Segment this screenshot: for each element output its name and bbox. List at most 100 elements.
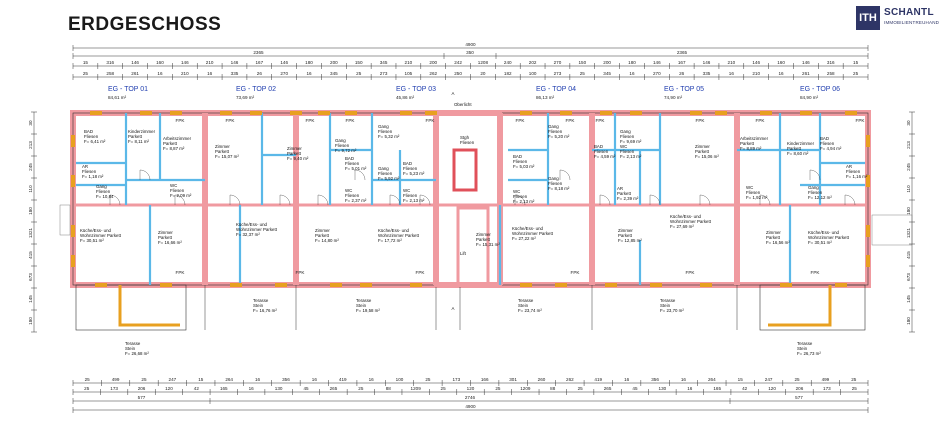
lift-label: Lift <box>460 251 467 256</box>
bottom-row1-dim-label: 264 <box>225 377 233 382</box>
window-left <box>71 225 75 237</box>
bottom-row2-dim-label: 42 <box>742 386 748 391</box>
top-row1-dim-label: 146 <box>280 60 288 65</box>
party-wall <box>293 113 299 285</box>
door-swing <box>174 194 186 206</box>
door-swing <box>559 169 571 181</box>
top-row2-dim-label: 16 <box>306 71 312 76</box>
left-side-dim-label: 415 <box>28 251 33 259</box>
unit-label: EG - TOP 03 <box>396 86 436 93</box>
room-name: Zimmer <box>315 228 330 233</box>
right-side-dim-label: 1321 <box>906 227 911 238</box>
room-name: Küche/Ess- und <box>80 228 112 233</box>
top-row2-dim-label: 270 <box>653 71 661 76</box>
top-row2-dim-label: 16 <box>207 71 213 76</box>
room-area: F= 1,16 m² <box>846 174 868 179</box>
section-marker: A <box>452 306 455 311</box>
left-side-dim-label: 180 <box>28 317 33 325</box>
terrace-name: Terasse <box>518 298 534 303</box>
room-name: Zimmer <box>215 144 230 149</box>
right-side-dim-label: 673 <box>906 273 911 281</box>
left-side-dim-label: 30 <box>28 120 33 126</box>
top-row1-dim-label: 180 <box>305 60 313 65</box>
door-swing <box>389 194 401 206</box>
top-row2-dim-label: 25 <box>580 71 586 76</box>
room-floor: Fliesen <box>513 194 528 199</box>
room-name: Gang <box>548 176 559 181</box>
bottom-row2-dim-label: 173 <box>110 386 118 391</box>
top-row1-dim-label: 210 <box>206 60 214 65</box>
window-bottom <box>360 283 372 287</box>
bottom-row1-dim-label: 356 <box>282 377 290 382</box>
top-row1-dim-label: 316 <box>106 60 114 65</box>
bottom-row2-dim-label: 25 <box>578 386 584 391</box>
room-name: Küche/Ess- und <box>236 222 268 227</box>
party-wall <box>734 113 740 285</box>
room-area: F= 9,69 m² <box>620 139 642 144</box>
top-row2-dim-label: 261 <box>802 71 810 76</box>
terrace-floor: Stein <box>797 346 808 351</box>
window-right <box>866 255 870 267</box>
terrace-name: Terasse <box>253 298 269 303</box>
room-name: WC <box>403 188 410 193</box>
window-bottom <box>780 283 792 287</box>
terrace-name: Terasse <box>797 341 813 346</box>
room-name: Kinderzimmer <box>787 141 815 146</box>
room-area: F= 2,09 m² <box>170 193 192 198</box>
bottom-row2-dim-label: 25 <box>852 386 858 391</box>
left-side-dim-label: 213 <box>28 141 33 149</box>
room-floor: Fliesen <box>345 193 360 198</box>
room-floor: Fliesen <box>82 169 97 174</box>
fpk-marker: FPK <box>756 118 766 123</box>
top-row2-dim-label: 100 <box>529 71 537 76</box>
room-name: BAD <box>594 144 603 149</box>
top-row1-dim-label: 210 <box>405 60 413 65</box>
door-swing <box>514 194 526 206</box>
right-side-dim-label: 145 <box>906 295 911 303</box>
room-name: Gang <box>378 166 389 171</box>
section-marker: A <box>452 91 455 96</box>
fpk-marker: FPK <box>346 118 356 123</box>
terrace-balustrade-right <box>768 285 832 327</box>
room-floor: Wohnzimmer Parkett <box>808 235 850 240</box>
room-area: F= 30,51 m² <box>808 240 832 245</box>
bottom-row1-dim-label: 15 <box>198 377 204 382</box>
room-floor: Fliesen <box>820 141 835 146</box>
bottom-row1-dim-label: 173 <box>452 377 460 382</box>
unit-label: EG - TOP 05 <box>664 86 704 93</box>
bottom-row1-dim-label: 301 <box>509 377 517 382</box>
room-name: Küche/Ess- und <box>378 228 410 233</box>
room-area: F= 14,80 m² <box>315 238 339 243</box>
window-bottom <box>650 283 662 287</box>
top-row2-dim-label: 258 <box>827 71 835 76</box>
window-top <box>400 111 412 115</box>
top-row1-dim-label: 15 <box>853 60 859 65</box>
room-name: WC <box>620 144 627 149</box>
door-swing <box>109 194 121 206</box>
top-row2-dim-label: 335 <box>703 71 711 76</box>
bottom-row1-dim-label: 16 <box>312 377 318 382</box>
room-name: Zimmer <box>618 228 633 233</box>
left-side-dim-label: 180 <box>28 207 33 215</box>
room-area: F= 8,60 m² <box>787 151 809 156</box>
terrace-area: F= 19,58 m² <box>356 308 380 313</box>
halves-dim-label: 2365 <box>253 50 264 55</box>
window-top <box>600 111 612 115</box>
window-top <box>140 111 152 115</box>
room-area: F= 5,92 m² <box>378 176 400 181</box>
bottom-row2-dim-label: 42 <box>194 386 200 391</box>
room-floor: Parkett <box>128 134 143 139</box>
room-area: F= 5,03 m² <box>513 164 535 169</box>
terrace-balustrade-left <box>118 285 180 327</box>
